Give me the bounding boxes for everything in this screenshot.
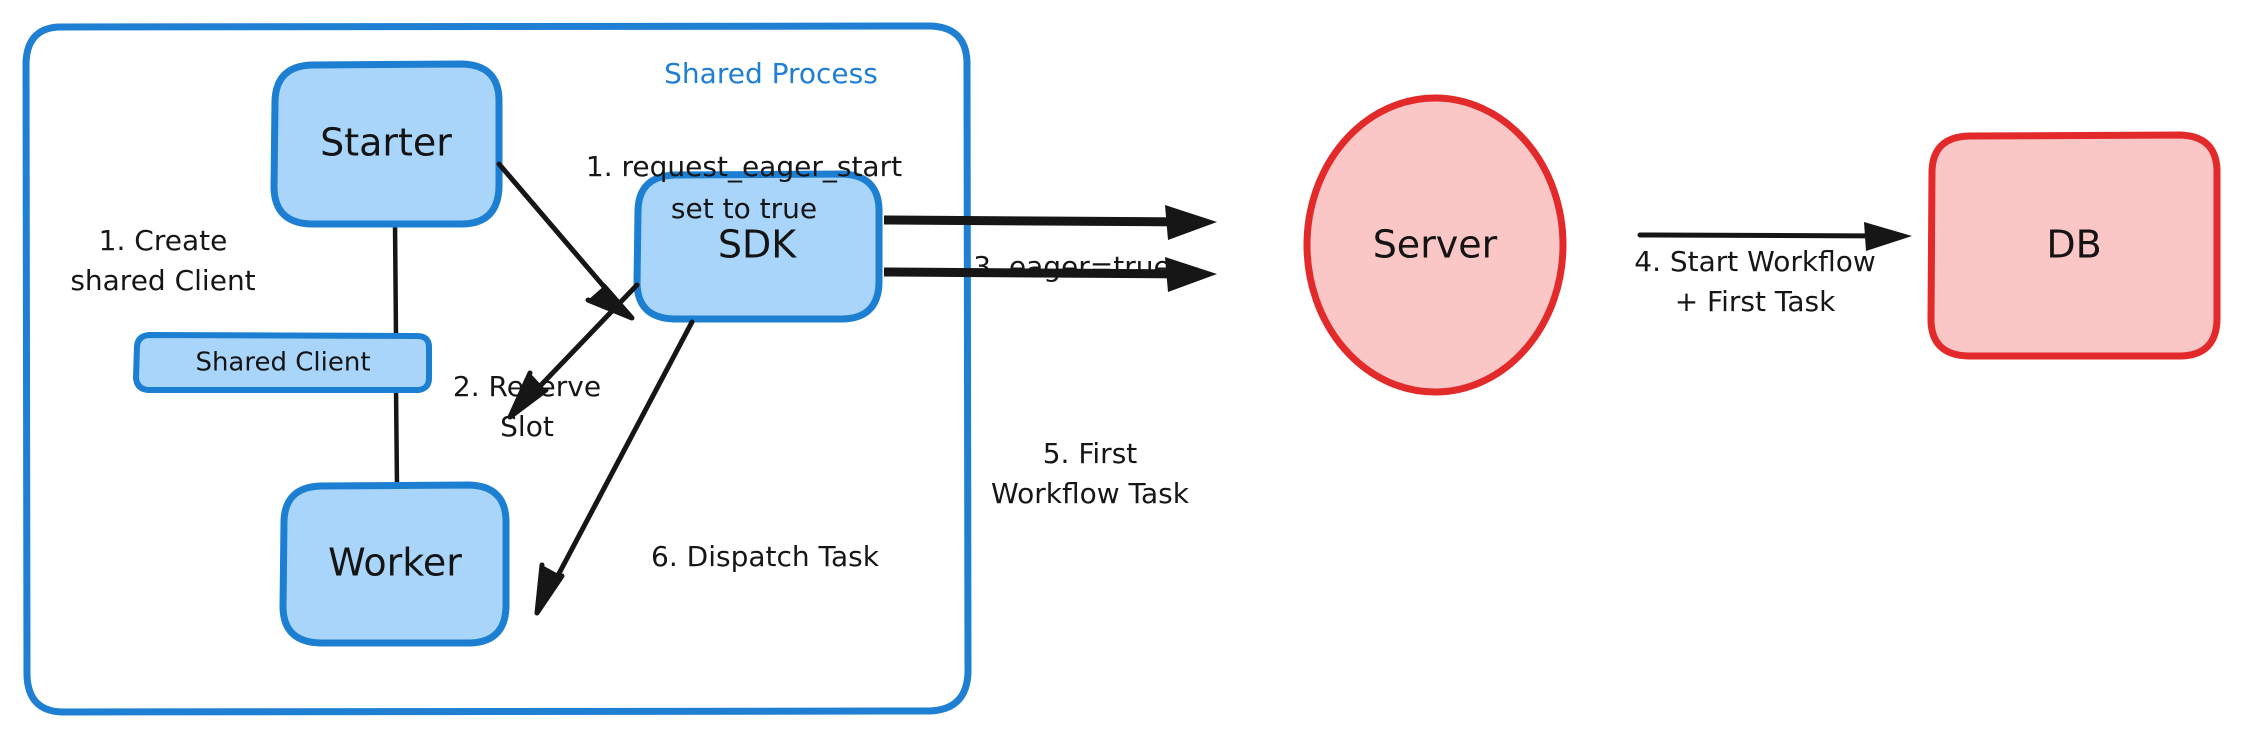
label-firsttask-line1: 5. First [1043, 437, 1138, 470]
arrow-sdk-to-worker-reserve [507, 282, 640, 420]
arrow-first-task-head [1165, 257, 1217, 292]
arrow-eager-line [883, 215, 1194, 227]
label-startwf-line1: 4. Start Workflow [1634, 245, 1876, 278]
arrow-eager-head [1165, 205, 1217, 240]
label-reserve-line1: 2. Reserve [453, 370, 601, 403]
worker-label: Worker [328, 541, 462, 585]
db-shape-stroke [1927, 131, 2221, 360]
label-eagerstart-line1: 1. request_eager_start [586, 150, 902, 183]
sdk-label: SDK [718, 223, 797, 267]
server-shape-stroke [1303, 94, 1567, 396]
node-db[interactable]: DB [1927, 131, 2221, 360]
edge-label-dispatch-task: 6. Dispatch Task [651, 540, 880, 573]
label-startwf-line2: + First Task [1675, 285, 1836, 318]
label-eagerstart-line2: set to true [671, 192, 817, 225]
label-dispatch-line1: 6. Dispatch Task [651, 540, 880, 573]
shared-process-container[interactable]: Shared Process [22, 22, 972, 716]
arrow-reserve-head [510, 373, 546, 417]
shared-process-border [22, 22, 972, 716]
arrow-sdk-to-server-eager [883, 205, 1217, 240]
starter-shape-stroke [270, 60, 503, 228]
db-shape-fill [1933, 137, 2215, 354]
arrow-sdk-to-worker-dispatch [534, 319, 695, 616]
edge-label-create-shared-client: 1. Create shared Client [70, 224, 255, 297]
arrow-startwf-head [1864, 222, 1912, 251]
worker-shape-fill [285, 487, 504, 641]
shared-client-label: Shared Client [195, 348, 370, 378]
arrow-dispatch-line [542, 319, 695, 603]
edge-label-reserve-slot: 2. Reserve Slot [453, 370, 601, 443]
link-starter-sharedclient [392, 219, 399, 340]
shared-client-shape-stroke [133, 332, 432, 393]
arrow-starter-to-sdk [496, 161, 635, 321]
edge-label-first-workflow-task: 5. First Workflow Task [991, 437, 1190, 510]
label-reserve-line2: Slot [500, 410, 554, 443]
db-label: DB [2046, 223, 2101, 267]
arrow-startwf-line [1637, 232, 1895, 239]
server-shape-fill [1307, 98, 1563, 392]
starter-shape-fill [276, 66, 497, 222]
worker-shape-stroke [279, 481, 510, 647]
edge-label-eager-true: 3. eager=true [973, 250, 1170, 283]
starter-shared-client-worker-link [392, 219, 400, 490]
arrow-starter-sdk-head [588, 286, 632, 318]
arrow-dispatch-head-stroke [534, 562, 565, 616]
sdk-shape-stroke [633, 170, 883, 323]
arrow-server-to-db [1637, 222, 1912, 251]
shared-client-shape-fill [138, 337, 428, 388]
starter-label: Starter [320, 121, 452, 165]
sdk-shape-fill [639, 176, 877, 317]
arrow-sdk-to-server-first-task [883, 257, 1217, 292]
label-eagertrue-line1: 3. eager=true [973, 250, 1170, 283]
label-firsttask-line2: Workflow Task [991, 477, 1190, 510]
shared-process-label: Shared Process [664, 57, 878, 90]
label-create-line2: shared Client [70, 264, 255, 297]
server-label: Server [1373, 223, 1498, 267]
edge-label-request-eager-start: 1. request_eager_start set to true [586, 150, 902, 225]
node-worker[interactable]: Worker [279, 481, 510, 647]
node-starter[interactable]: Starter [270, 60, 503, 228]
node-sdk[interactable]: SDK [633, 170, 883, 323]
arrow-first-task-line [883, 267, 1194, 279]
arrow-starter-sdk-head-stroke [585, 283, 635, 321]
edge-label-start-workflow: 4. Start Workflow + First Task [1634, 245, 1876, 318]
label-create-line1: 1. Create [99, 224, 228, 257]
node-server[interactable]: Server [1303, 94, 1567, 396]
arrow-reserve-head-stroke [507, 370, 549, 420]
node-shared-client[interactable]: Shared Client [133, 332, 432, 393]
link-sharedclient-worker [393, 385, 400, 490]
